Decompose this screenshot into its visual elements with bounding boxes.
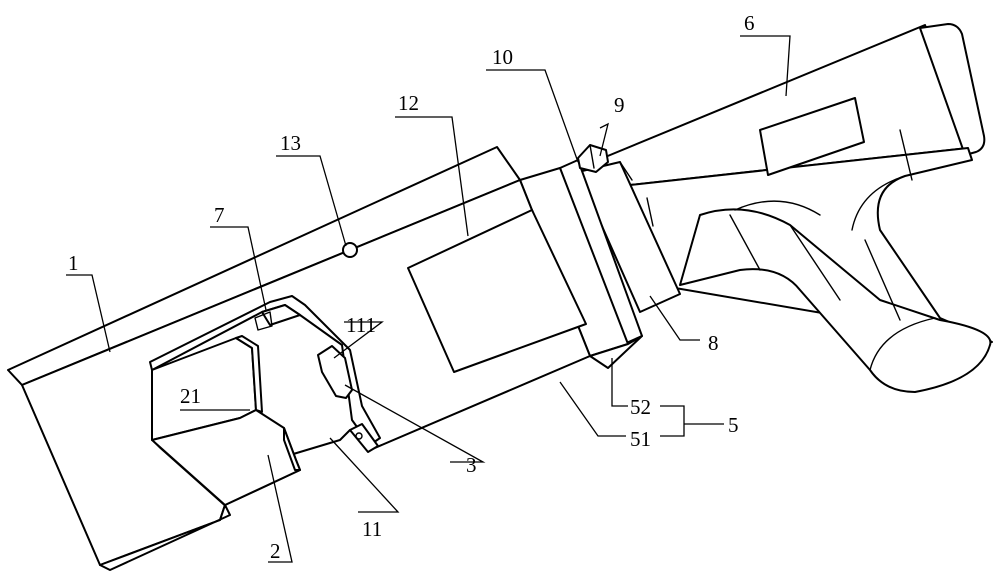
label-111: 111 xyxy=(346,313,376,337)
label-9: 9 xyxy=(614,93,625,117)
label-10: 10 xyxy=(492,45,513,69)
label-21: 21 xyxy=(180,384,201,408)
label-12: 12 xyxy=(398,91,419,115)
bar-1 xyxy=(8,147,590,570)
handle-body xyxy=(598,24,992,392)
label-3: 3 xyxy=(466,453,477,477)
label-8: 8 xyxy=(708,331,719,355)
label-51: 51 xyxy=(630,427,651,451)
label-7: 7 xyxy=(214,203,225,227)
label-11: 11 xyxy=(362,517,382,541)
label-52: 52 xyxy=(630,395,651,419)
label-1: 1 xyxy=(68,251,79,275)
label-5: 5 xyxy=(728,413,739,437)
label-13: 13 xyxy=(280,131,301,155)
label-6: 6 xyxy=(744,11,755,35)
label-2: 2 xyxy=(270,539,281,563)
